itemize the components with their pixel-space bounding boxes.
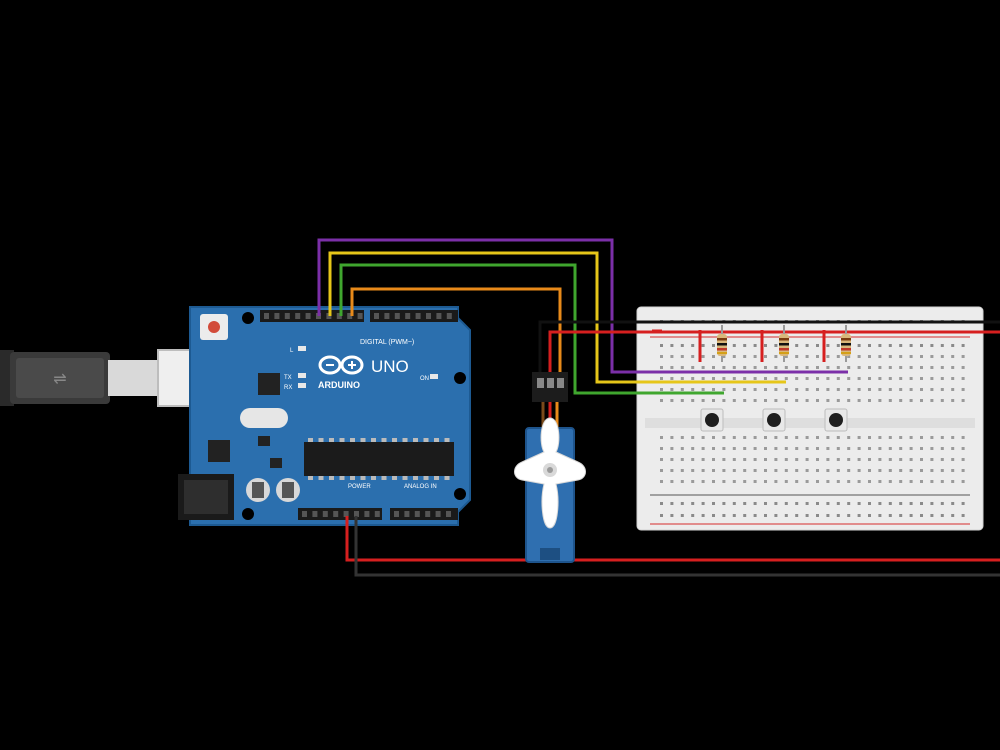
servo-motor[interactable] bbox=[514, 372, 586, 563]
resistors bbox=[698, 325, 851, 362]
analog-header-label: ANALOG IN bbox=[404, 484, 437, 490]
wire-green[interactable] bbox=[339, 263, 724, 395]
digital-header-label: DIGITAL (PWM~) bbox=[360, 339, 414, 346]
label-tx: TX bbox=[284, 375, 292, 381]
usb-icon: ⇌ bbox=[53, 371, 66, 388]
wire-yellow[interactable] bbox=[328, 251, 786, 384]
pushbutton[interactable] bbox=[700, 408, 724, 432]
led-on bbox=[430, 374, 438, 379]
crystal-oscillator bbox=[240, 408, 288, 428]
arduino-logo-icon bbox=[318, 355, 364, 375]
model-label: UNO bbox=[371, 357, 409, 376]
pushbutton[interactable] bbox=[824, 408, 848, 432]
reset-button-cap[interactable] bbox=[208, 321, 220, 333]
atmega-chip bbox=[304, 442, 454, 476]
resistor[interactable] bbox=[779, 325, 789, 362]
led-l bbox=[298, 346, 306, 351]
label-on: ON bbox=[420, 376, 429, 382]
resistor[interactable] bbox=[841, 325, 851, 362]
power-header[interactable] bbox=[298, 508, 382, 520]
wire-black-gnd[interactable] bbox=[354, 516, 1000, 577]
voltage-regulator bbox=[208, 440, 230, 462]
label-l: L bbox=[290, 348, 294, 354]
power-header-label: POWER bbox=[348, 484, 371, 490]
usb-chip bbox=[258, 373, 280, 395]
brand-label: ARDUINO bbox=[318, 380, 360, 390]
label-rx: RX bbox=[284, 385, 292, 391]
wire-orange[interactable] bbox=[350, 287, 562, 400]
breadboard[interactable] bbox=[636, 306, 984, 531]
resistor[interactable] bbox=[717, 325, 727, 362]
digital-header-right[interactable] bbox=[370, 310, 458, 322]
wire-red-5v[interactable] bbox=[345, 516, 1000, 562]
led-rx bbox=[298, 383, 306, 388]
wire-purple[interactable] bbox=[317, 238, 848, 374]
arduino-uno-board[interactable]: L TX RX ON ARDUINO UNO DIGITAL (PWM~) PO… bbox=[178, 306, 471, 526]
led-tx bbox=[298, 373, 306, 378]
pushbutton[interactable] bbox=[762, 408, 786, 432]
pushbuttons bbox=[700, 408, 848, 432]
